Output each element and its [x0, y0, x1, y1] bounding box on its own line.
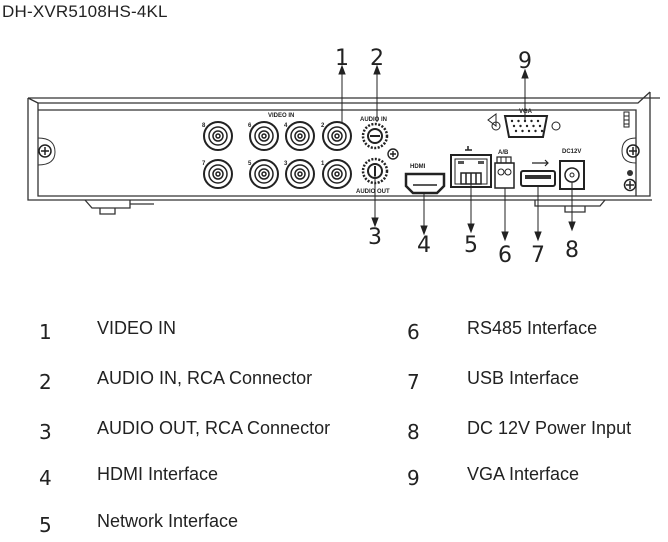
callout-1: 1 — [335, 46, 349, 71]
vga-pin — [514, 129, 518, 133]
vga-pin — [517, 119, 520, 123]
bnc-connector: 4 — [284, 121, 315, 151]
legend-label: AUDIO IN, RCA Connector — [97, 368, 313, 388]
vga-pin — [538, 124, 542, 128]
legend-number: 9 — [407, 466, 420, 490]
audio-in-connector: AUDIO IN — [360, 117, 389, 150]
svg-text:VGA: VGA — [519, 109, 533, 115]
svg-text:HDMI: HDMI — [410, 164, 426, 170]
vga-pin — [525, 124, 529, 128]
legend-number: 1 — [39, 320, 52, 344]
svg-text:AUDIO IN: AUDIO IN — [360, 117, 387, 123]
bnc-number: 7 — [202, 161, 206, 167]
ground-icon — [387, 148, 399, 160]
vga-pin — [536, 119, 540, 123]
bnc-number: 3 — [284, 161, 288, 167]
bnc-connector: 2 — [321, 121, 352, 151]
legend-label: DC 12V Power Input — [467, 418, 632, 438]
legend-number: 7 — [407, 370, 420, 394]
chassis — [27, 91, 660, 215]
screw-icon-left — [37, 137, 56, 166]
legend-number: 2 — [39, 370, 52, 394]
vga-pin — [540, 129, 544, 133]
bnc-connector: 5 — [248, 159, 279, 189]
vga-port: VGA — [487, 109, 561, 138]
legend-label: VGA Interface — [467, 464, 580, 484]
video-in-panel-label: VIDEO IN — [268, 113, 294, 119]
vga-pin — [532, 124, 535, 128]
bnc-connector: 8 — [202, 121, 233, 151]
vga-pin — [527, 129, 531, 133]
bnc-number: 6 — [248, 123, 252, 129]
legend-label: USB Interface — [467, 368, 580, 388]
bnc-number: 1 — [321, 161, 325, 167]
vga-pin — [510, 119, 514, 123]
legend-number: 6 — [407, 320, 420, 344]
svg-text:AUDIO OUT: AUDIO OUT — [356, 189, 390, 195]
hdmi-port: HDMI — [404, 164, 446, 195]
bnc-number: 4 — [284, 123, 288, 129]
legend-number: 4 — [39, 466, 52, 490]
svg-text:DC12V: DC12V — [562, 149, 581, 155]
vga-pin — [530, 119, 533, 123]
callout-6: 6 — [498, 243, 512, 268]
callout-lines — [338, 64, 576, 242]
callout-8: 8 — [565, 238, 579, 263]
callout-9: 9 — [518, 49, 532, 74]
bnc-number: 2 — [321, 123, 325, 129]
vga-pin — [534, 129, 537, 133]
svg-text:A/B: A/B — [498, 150, 509, 156]
callout-7: 7 — [531, 243, 545, 268]
callout-2: 2 — [370, 46, 384, 71]
legend-number: 3 — [39, 420, 52, 444]
legend-label: Network Interface — [97, 511, 239, 531]
bnc-connector: 7 — [202, 159, 233, 189]
video-in-bnc-group: 8 6 4 2 7 5 3 1 — [202, 121, 352, 189]
callout-4: 4 — [417, 233, 431, 258]
rear-panel-diagram: 8 6 4 2 7 5 3 1 VIDEO IN AUDIO IN AUDIO OUT HDM… — [27, 46, 660, 268]
legend-label: VIDEO IN — [97, 318, 177, 338]
vga-pin — [519, 124, 522, 128]
bnc-connector: 3 — [284, 159, 315, 189]
model-title: DH-XVR5108HS-4KL — [2, 2, 168, 21]
vga-pin — [521, 129, 524, 133]
legend-number: 5 — [39, 513, 52, 537]
right-panel-details — [621, 111, 640, 192]
callout-3: 3 — [368, 225, 382, 250]
bnc-connector: 6 — [248, 121, 279, 151]
legend-label: AUDIO OUT, RCA Connector — [97, 418, 331, 438]
bnc-number: 5 — [248, 161, 252, 167]
callout-5: 5 — [464, 233, 478, 258]
bnc-number: 8 — [202, 123, 206, 129]
legend-label: RS485 Interface — [467, 318, 598, 338]
bnc-connector: 1 — [321, 159, 352, 189]
legend-label: HDMI Interface — [97, 464, 219, 484]
vga-pin — [512, 124, 516, 128]
legend-number: 8 — [407, 420, 420, 444]
